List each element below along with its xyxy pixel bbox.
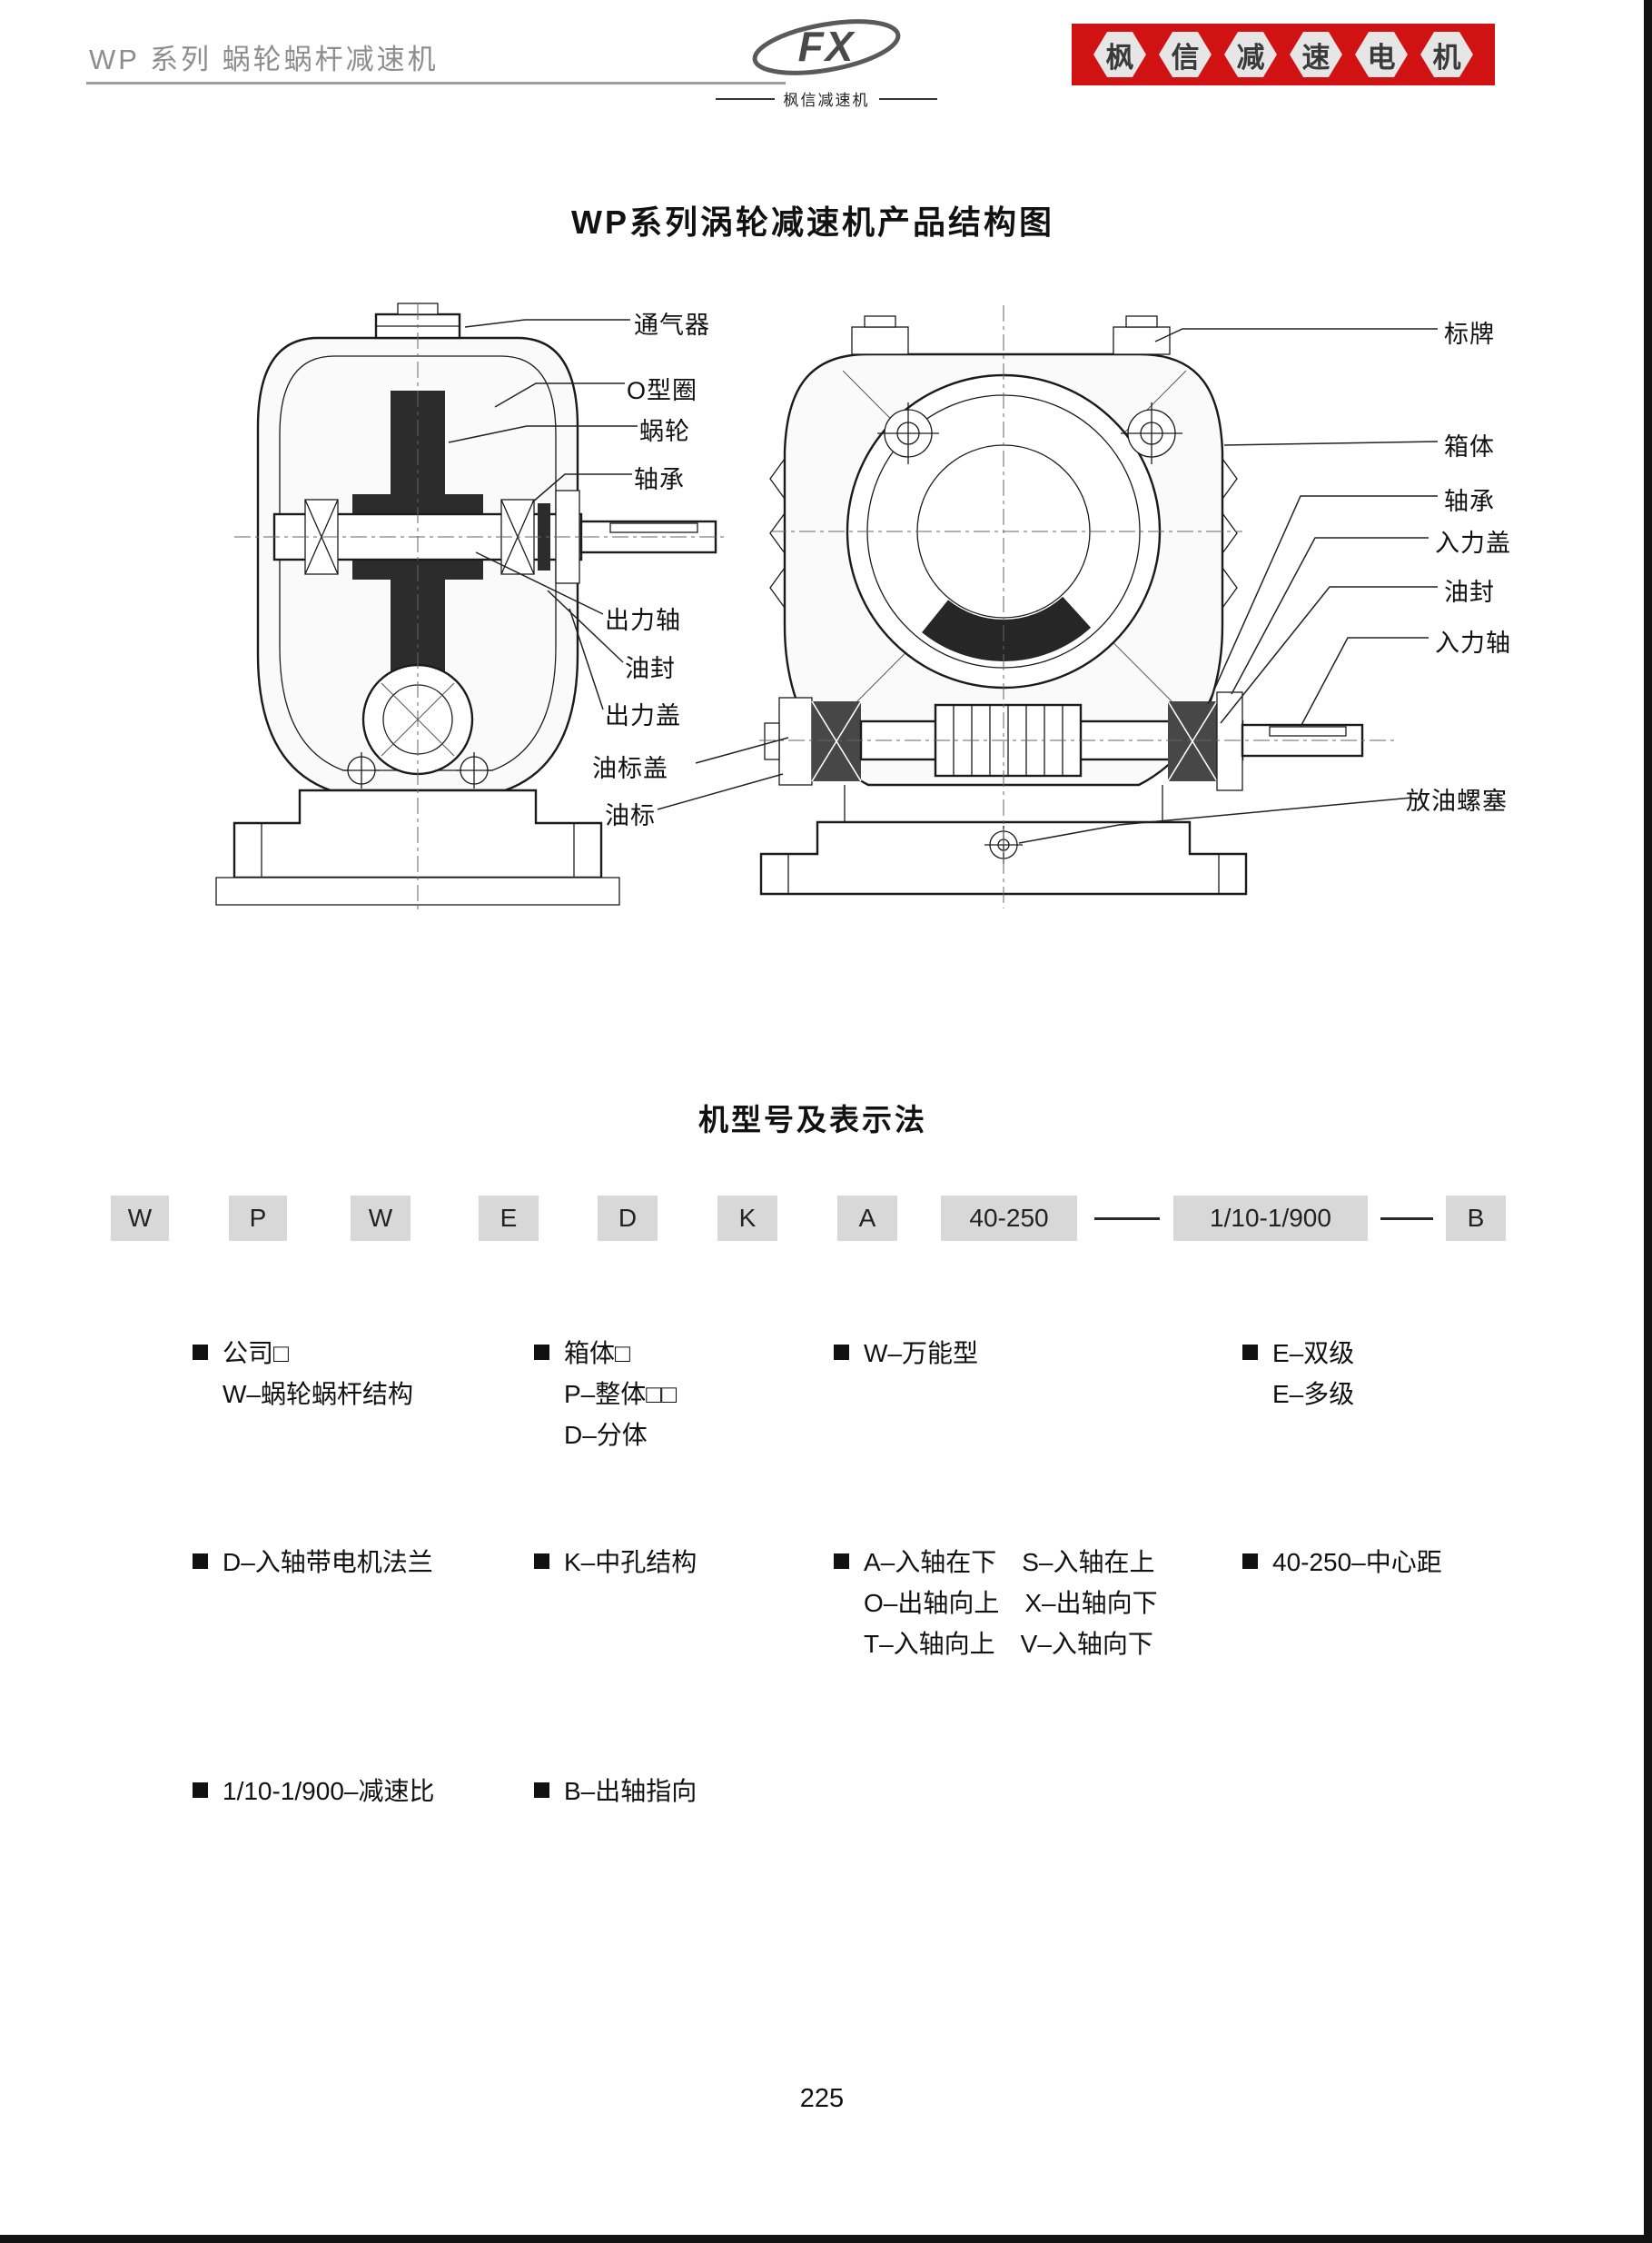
left-section-view	[215, 303, 727, 910]
legend-line: B–出轴指向	[564, 1777, 697, 1805]
legend-line: 40-250–中心距	[1272, 1548, 1442, 1576]
code-box: B	[1446, 1196, 1506, 1241]
callout-label: 油标	[605, 802, 656, 829]
legend-line: W–蜗轮蜗杆结构	[223, 1379, 414, 1408]
page-header-title: WP 系列 蜗轮蜗杆减速机	[89, 44, 439, 75]
code-box: P	[229, 1196, 287, 1241]
legend-item: 40-250–中心距	[1242, 1543, 1442, 1583]
callout-label: O型圈	[627, 377, 698, 404]
brand-logo: FX	[745, 7, 908, 84]
callout-label: 轴承	[1444, 488, 1495, 515]
right-section-view	[759, 305, 1399, 908]
code-box: W	[351, 1196, 411, 1241]
logo-swoosh-icon	[752, 19, 901, 75]
logo-subtitle-text: 枫信减速机	[783, 92, 870, 109]
code-box: W	[111, 1196, 169, 1241]
square-bullet-icon	[193, 1782, 208, 1798]
legend-line: D–入轴带电机法兰	[223, 1548, 433, 1576]
callout-label: 标牌	[1444, 321, 1495, 348]
square-bullet-icon	[193, 1553, 208, 1569]
square-bullet-icon	[834, 1345, 849, 1360]
legend-line: E–双级	[1272, 1339, 1355, 1367]
code-box: 40-250	[941, 1196, 1077, 1241]
brand-hexagon: 信	[1159, 32, 1212, 77]
legend-item: D–入轴带电机法兰	[193, 1543, 433, 1583]
callout-label: 出力盖	[605, 702, 681, 729]
legend-line: T–入轴向上 V–入轴向下	[864, 1629, 1153, 1658]
callout-label: 入力轴	[1435, 630, 1511, 657]
gearbox-structure-drawing	[215, 303, 1439, 910]
square-bullet-icon	[1242, 1345, 1258, 1360]
legend-item: 箱体□ P–整体□□ D–分体	[534, 1334, 677, 1455]
legend-item: 1/10-1/900–减速比	[193, 1772, 434, 1812]
legend-line: A–入轴在下 S–入轴在上	[864, 1548, 1155, 1576]
legend-item: B–出轴指向	[534, 1772, 697, 1812]
brand-hexagon: 减	[1224, 32, 1277, 77]
square-bullet-icon	[1242, 1553, 1258, 1569]
brand-hexagon: 机	[1420, 32, 1473, 77]
legend-line: P–整体□□	[564, 1379, 678, 1408]
legend-item: K–中孔结构	[534, 1543, 697, 1583]
scan-edge	[1644, 0, 1652, 2243]
legend-line: E–多级	[1272, 1379, 1355, 1408]
callout-label: 蜗轮	[639, 418, 690, 445]
callout-label: 轴承	[634, 466, 685, 493]
square-bullet-icon	[534, 1553, 549, 1569]
code-box: 1/10-1/900	[1173, 1196, 1368, 1241]
brand-hexagon: 电	[1355, 32, 1408, 77]
square-bullet-icon	[534, 1345, 549, 1360]
callout-label: 油封	[625, 655, 676, 682]
legend-item: W–万能型	[834, 1334, 978, 1375]
logo-subtitle: 枫信减速机	[716, 87, 937, 110]
page-number: 225	[799, 2084, 845, 2113]
legend-item: 公司□ W–蜗轮蜗杆结构	[193, 1334, 413, 1415]
callout-label: 油封	[1444, 579, 1495, 606]
legend-line: 1/10-1/900–减速比	[223, 1777, 435, 1805]
legend-line: O–出轴向上 X–出轴向下	[864, 1588, 1158, 1617]
callout-label: 油标盖	[592, 755, 668, 782]
legend-line: 箱体□	[564, 1339, 630, 1367]
code-connector-dash	[1094, 1217, 1160, 1220]
square-bullet-icon	[193, 1345, 208, 1360]
callout-label: 通气器	[634, 312, 710, 339]
logo-text: FX	[797, 23, 856, 70]
legend-line: W–万能型	[864, 1339, 979, 1367]
structure-diagram-title: WP系列涡轮减速机产品结构图	[571, 203, 1054, 241]
code-box: D	[598, 1196, 658, 1241]
code-box: K	[717, 1196, 777, 1241]
code-connector-dash	[1380, 1217, 1433, 1220]
model-code-title: 机型号及表示法	[698, 1103, 927, 1136]
square-bullet-icon	[534, 1782, 549, 1798]
callout-leader-lines	[448, 319, 1439, 844]
legend-item: A–入轴在下 S–入轴在上 O–出轴向上 X–出轴向下 T–入轴向上 V–入轴向…	[834, 1543, 1158, 1664]
legend-item: E–双级 E–多级	[1242, 1334, 1354, 1415]
brand-hexagon: 速	[1290, 32, 1342, 77]
header-divider	[86, 82, 786, 84]
brand-banner: 枫 信 减 速 电 机	[1072, 24, 1495, 85]
brand-hexagon: 枫	[1093, 32, 1146, 77]
callout-label: 箱体	[1444, 433, 1495, 461]
square-bullet-icon	[834, 1553, 849, 1569]
callout-label: 出力轴	[605, 607, 681, 634]
callout-label: 放油螺塞	[1406, 788, 1508, 815]
code-box: A	[837, 1196, 897, 1241]
legend-line: D–分体	[564, 1420, 648, 1449]
legend-line: 公司□	[223, 1339, 289, 1367]
callout-label: 入力盖	[1435, 530, 1511, 557]
scan-edge	[0, 2235, 1652, 2243]
legend-line: K–中孔结构	[564, 1548, 697, 1576]
code-box: E	[479, 1196, 539, 1241]
